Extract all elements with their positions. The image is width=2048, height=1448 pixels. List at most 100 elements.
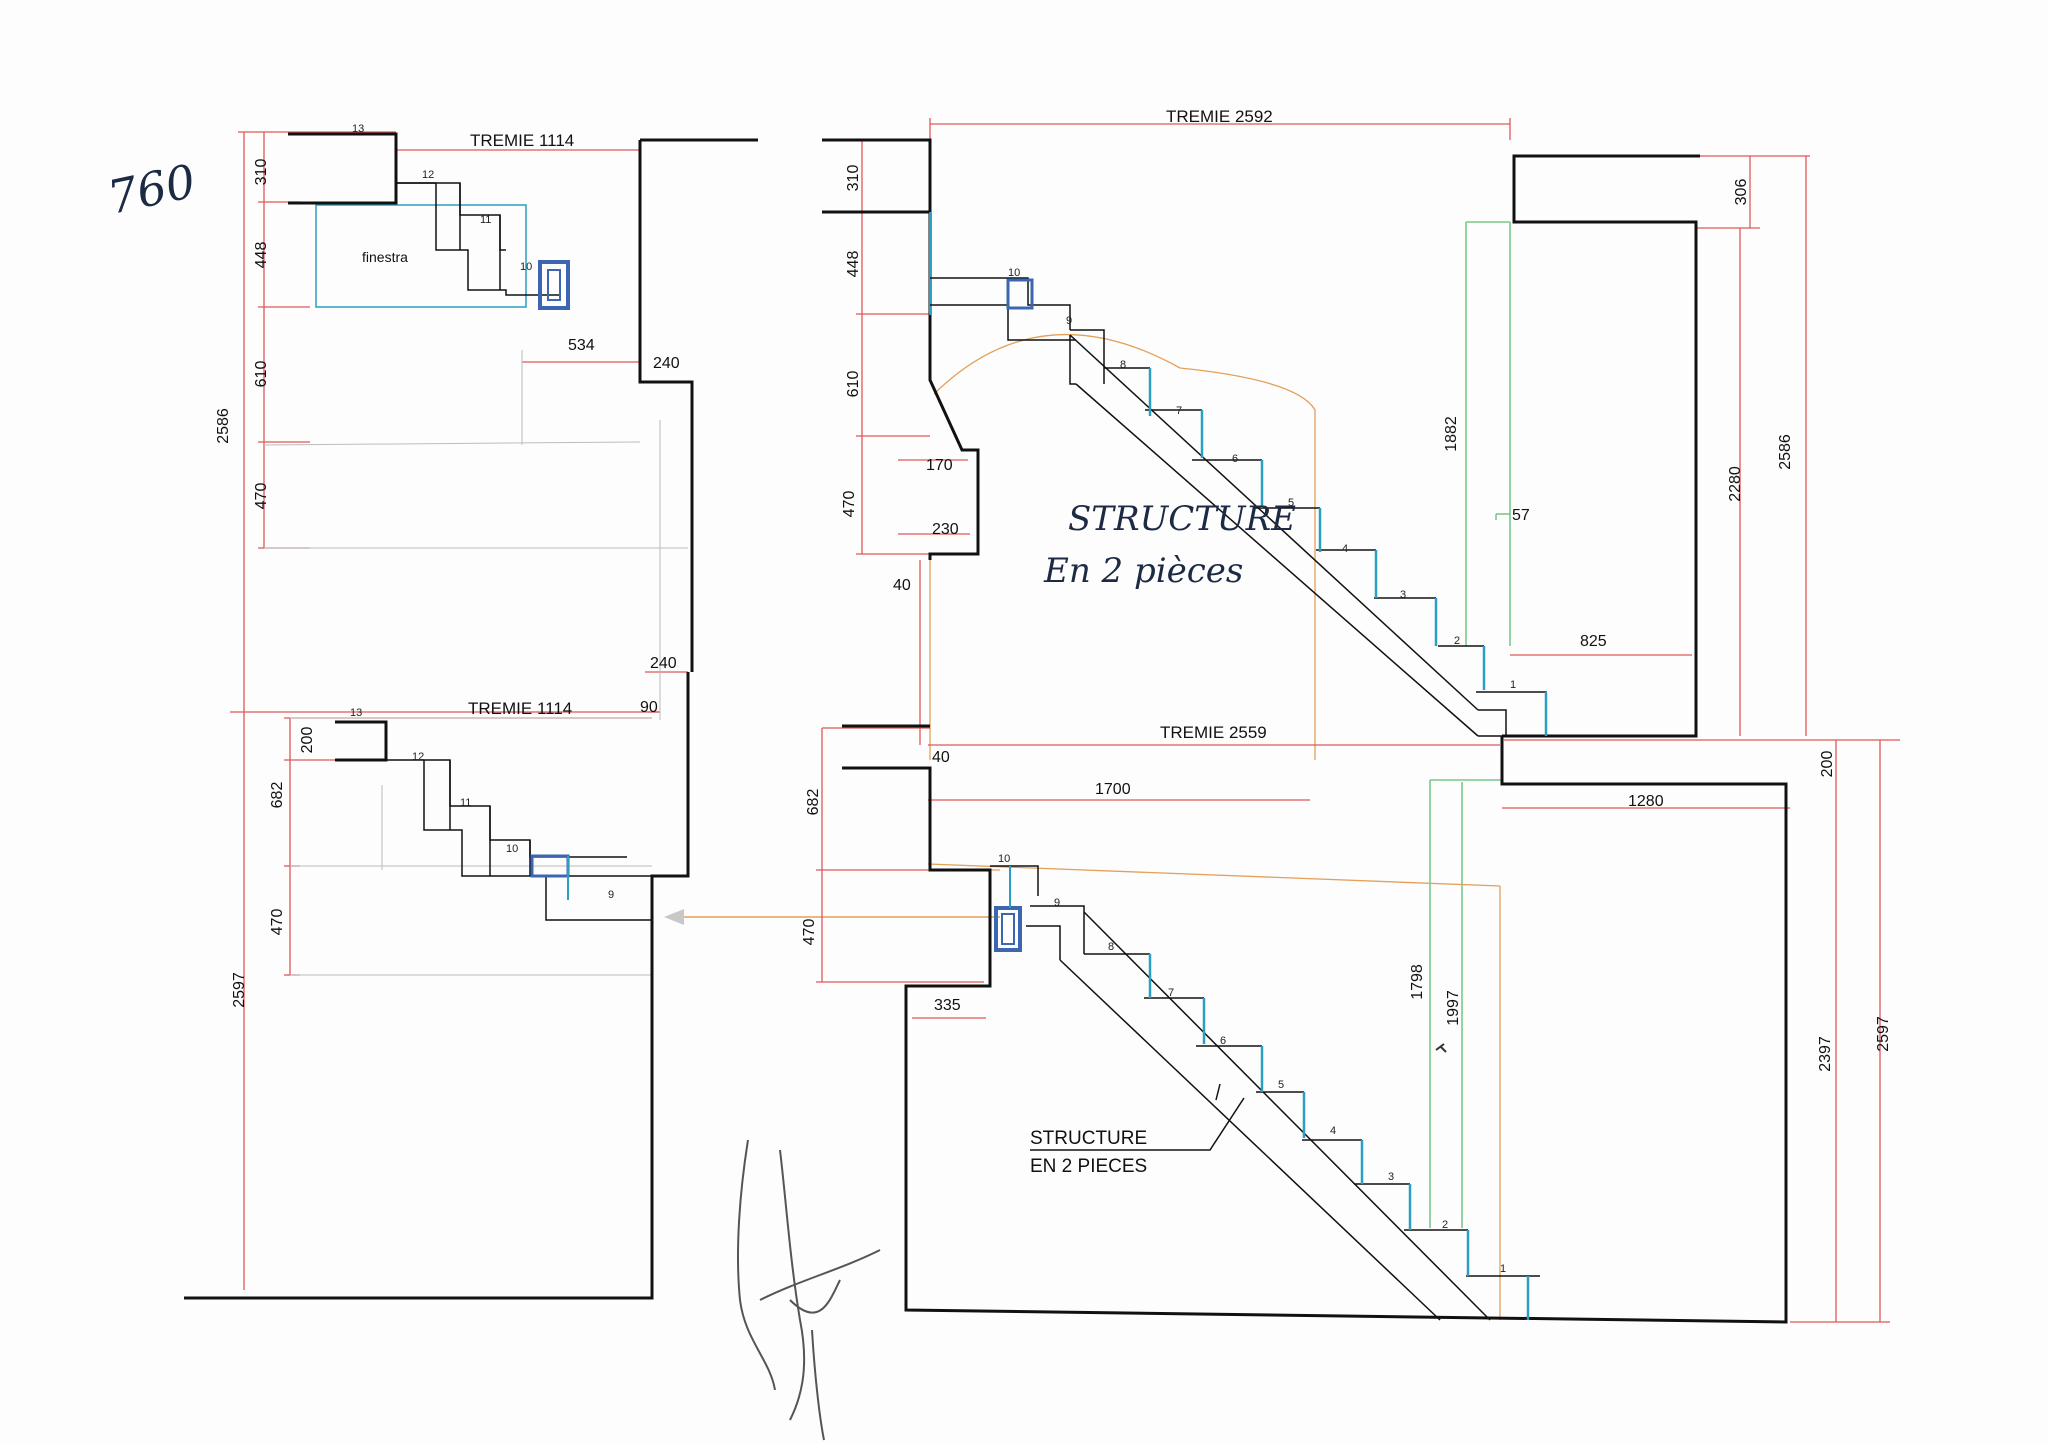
handwritten-en-2-pieces: En 2 pièces: [1043, 551, 1243, 591]
left-lower-profile: [530, 854, 570, 900]
right-lower-step-3: 3: [1388, 1171, 1394, 1183]
left-lower-step-11: 11: [460, 797, 471, 809]
right-upper-plan: TREMIE 2592 310 448 610 470 170 230 40 1…: [822, 107, 1810, 760]
right-lower-green-lines: [1429, 779, 1502, 1228]
right-lower-stair-structure: [990, 865, 1540, 1321]
right-upper-step-9: 9: [1066, 315, 1072, 327]
right-lower-step-2: 2: [1442, 1219, 1448, 1231]
right-lower-dim-40: 40: [932, 749, 950, 766]
left-upper-plan: TREMIE 1114 310 448 610 470 2586 534 240…: [215, 123, 758, 720]
left-lower-tremie-label: TREMIE 1114: [468, 699, 572, 718]
right-lower-step-7: 7: [1168, 987, 1174, 999]
right-lower-dim-2397: 2397: [1817, 1036, 1834, 1072]
dim-610: 610: [253, 361, 270, 388]
left-lower-step-10: 10: [506, 843, 518, 855]
right-upper-step-2: 2: [1454, 635, 1460, 647]
signature: [737, 1139, 881, 1441]
right-upper-step-6: 6: [1232, 453, 1238, 465]
right-upper-profile: [1006, 278, 1034, 310]
right-lower-step-5: 5: [1278, 1079, 1284, 1091]
right-lower-dim-2597: 2597: [1875, 1016, 1892, 1052]
window-outline: [315, 204, 527, 308]
right-upper-step-3: 3: [1400, 589, 1406, 601]
dim-534: 534: [568, 337, 595, 354]
right-upper-arch: [929, 333, 1316, 760]
right-dim-825: 825: [1580, 633, 1607, 650]
handwriting: 760: [103, 154, 1447, 1441]
dim-90: 90: [640, 699, 658, 716]
left-upper-step-10: 10: [520, 261, 532, 273]
dim-2586: 2586: [215, 408, 232, 444]
dim-682: 682: [269, 782, 286, 809]
right-dim-1882: 1882: [1443, 416, 1460, 452]
right-dim-230: 230: [932, 521, 959, 538]
right-lower-step-10: 10: [998, 853, 1010, 865]
left-lower-walls: [184, 672, 690, 1300]
right-lower-cyan-risers: [1148, 954, 1530, 1320]
left-lower-step-13: 13: [350, 707, 362, 719]
right-dim-306: 306: [1733, 179, 1750, 206]
right-lower-dim-1798: 1798: [1409, 964, 1426, 1000]
right-dim-470: 470: [841, 491, 858, 518]
right-lower-tremie-label: TREMIE 2559: [1160, 723, 1267, 742]
right-upper-walls: [822, 138, 1700, 738]
right-upper-tremie-label: TREMIE 2592: [1166, 107, 1273, 126]
right-dim-610: 610: [845, 371, 862, 398]
right-lower-dim-1700: 1700: [1095, 781, 1131, 798]
right-lower-step-9: 9: [1054, 897, 1060, 909]
right-lower-dim-682: 682: [805, 789, 822, 816]
right-lower-dim-1997: 1997: [1445, 990, 1462, 1026]
right-lower-dim-470: 470: [801, 919, 818, 946]
right-upper-step-5: 5: [1288, 497, 1294, 509]
left-upper-dimension-lines: [230, 131, 692, 713]
right-upper-green-lines: [1465, 221, 1511, 646]
right-upper-dimension-lines: [856, 118, 1810, 745]
right-upper-step-7: 7: [1176, 405, 1182, 417]
left-upper-walls: [288, 132, 758, 672]
right-lower-dim-200: 200: [1819, 751, 1836, 778]
dim-448: 448: [253, 242, 270, 269]
right-lower-walls: [842, 724, 1788, 1324]
left-lower-dimension-lines: [243, 712, 652, 1290]
left-lower-guides: [290, 717, 652, 976]
right-upper-cyan-risers: [1148, 368, 1548, 736]
left-upper-step-11: 11: [480, 214, 491, 226]
structure-callout-line: [1030, 1097, 1245, 1151]
right-upper-step-8: 8: [1120, 359, 1126, 371]
left-upper-profile: [538, 260, 570, 310]
window-label: finestra: [362, 249, 408, 265]
left-lower-step-9: 9: [608, 889, 614, 901]
right-dim-2280: 2280: [1727, 466, 1744, 502]
left-upper-tremie-label: TREMIE 1114: [470, 131, 574, 150]
right-lower-plan: TREMIE 2559 40 1700 682 470 335 1280 200…: [801, 723, 1900, 1324]
right-lower-dimension-lines: [816, 727, 1900, 1323]
right-lower-profile: [994, 866, 1022, 952]
right-upper-step-1: 1: [1510, 679, 1516, 691]
handwritten-structure: STRUCTURE: [1068, 499, 1296, 539]
left-upper-stairs: [396, 182, 560, 296]
right-dim-448: 448: [845, 251, 862, 278]
dim-200: 200: [299, 727, 316, 754]
right-dim-40: 40: [893, 577, 911, 594]
handwritten-760: 760: [103, 154, 200, 225]
dim-240-bottom: 240: [650, 655, 677, 672]
right-lower-step-4: 4: [1330, 1125, 1336, 1137]
structure-label-line2: EN 2 PIECES: [1030, 1156, 1147, 1177]
pen-mark: [1435, 1043, 1447, 1053]
right-dim-57: 57: [1512, 507, 1530, 524]
dim-310: 310: [253, 159, 270, 186]
right-lower-step-6: 6: [1220, 1035, 1226, 1047]
transfer-arrow: [664, 909, 1000, 925]
left-lower-step-12: 12: [412, 751, 424, 763]
left-upper-step-13: 13: [352, 123, 364, 135]
right-lower-dim-1280: 1280: [1628, 793, 1664, 810]
dim-470-lower: 470: [269, 909, 286, 936]
right-dim-170: 170: [926, 457, 953, 474]
right-dim-310: 310: [845, 165, 862, 192]
right-dim-2586: 2586: [1777, 434, 1794, 470]
right-upper-step-10: 10: [1008, 267, 1020, 279]
right-upper-step-4: 4: [1342, 543, 1348, 555]
right-lower-dim-335: 335: [934, 997, 961, 1014]
